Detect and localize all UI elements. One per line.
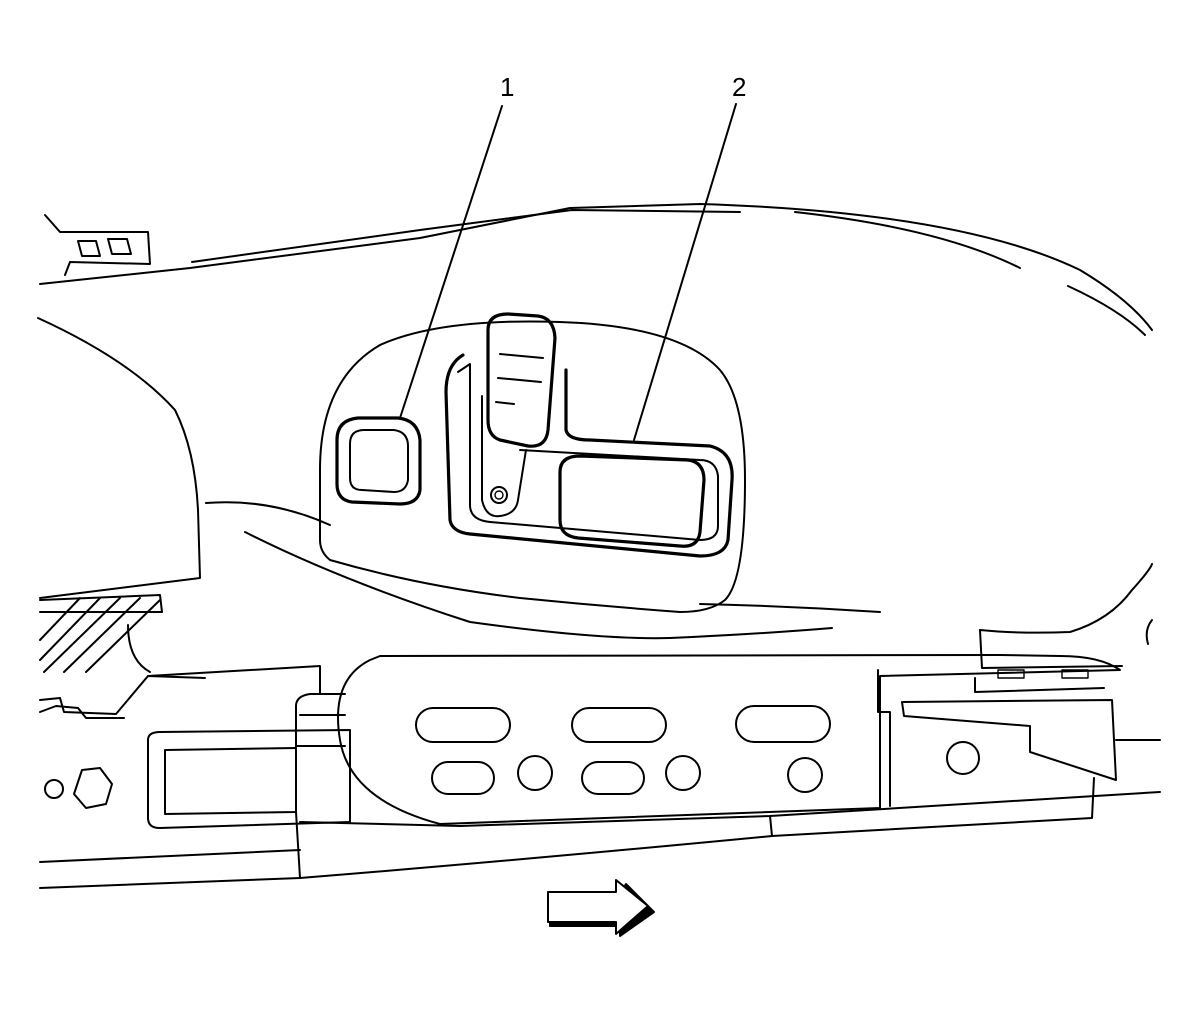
upper-left-bracket bbox=[44, 214, 151, 276]
callout-1-label: 1 bbox=[500, 72, 514, 102]
forward-arrow-icon bbox=[547, 879, 655, 937]
recliner-lever[interactable] bbox=[481, 312, 557, 518]
track-cover-plate bbox=[337, 654, 1121, 825]
seat-back-panel bbox=[37, 317, 331, 599]
callout-1: 1 bbox=[399, 72, 514, 419]
callout-2: 2 bbox=[633, 72, 746, 441]
rear-track-bracket bbox=[901, 563, 1161, 781]
seat-cushion-outline bbox=[39, 203, 1153, 336]
lumbar-switch[interactable] bbox=[335, 416, 422, 506]
side-trim-panel bbox=[244, 320, 881, 640]
seat-track-assembly bbox=[39, 693, 1161, 889]
power-seat-switch[interactable] bbox=[444, 353, 734, 558]
lower-left-frame bbox=[39, 594, 321, 809]
callout-2-label: 2 bbox=[732, 72, 746, 102]
